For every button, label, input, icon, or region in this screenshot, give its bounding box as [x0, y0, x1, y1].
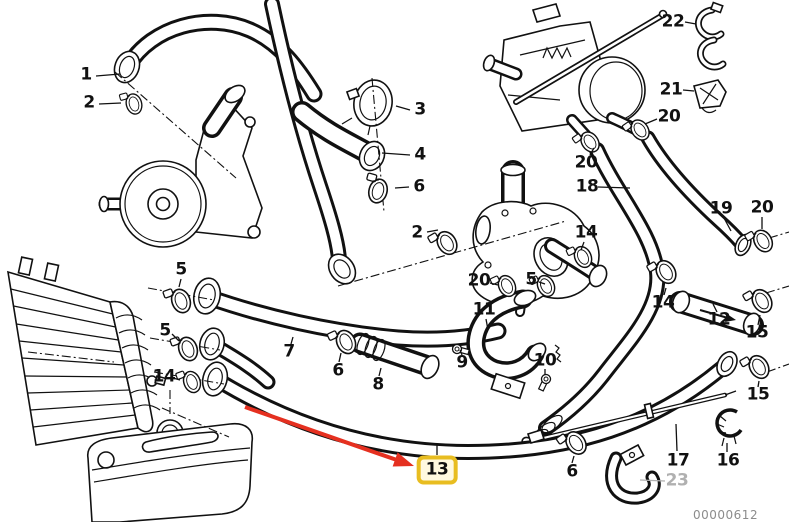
hose-1	[113, 13, 323, 103]
clamp-3	[341, 79, 393, 136]
hose-center	[264, 0, 357, 285]
throttle-spring	[542, 46, 572, 60]
hose-8	[349, 332, 440, 380]
thermostat-housing	[471, 160, 600, 317]
watermark: 00000612	[693, 508, 759, 522]
hose-19	[640, 130, 752, 257]
rod-17	[526, 390, 737, 444]
pipe-12	[669, 290, 764, 336]
flow-arrow	[699, 309, 729, 319]
leader-lines	[95, 21, 763, 482]
expansion-tank	[87, 419, 254, 522]
spring-detail	[554, 344, 562, 363]
hose-18	[521, 142, 666, 456]
clip-21	[693, 79, 727, 114]
elbow-pipe-4	[291, 101, 386, 172]
clips-22	[694, 1, 727, 71]
radiator	[7, 256, 167, 446]
bracket-23	[605, 443, 661, 505]
hose-stub-middle	[198, 327, 276, 390]
red-arrow	[244, 405, 414, 467]
hose-13	[201, 350, 738, 461]
screw-10	[536, 372, 553, 393]
bracket-plate	[490, 372, 526, 400]
clip-16	[715, 408, 743, 447]
hose-7	[192, 277, 507, 348]
tank-cap-small	[97, 451, 115, 469]
water-pump	[98, 84, 263, 248]
